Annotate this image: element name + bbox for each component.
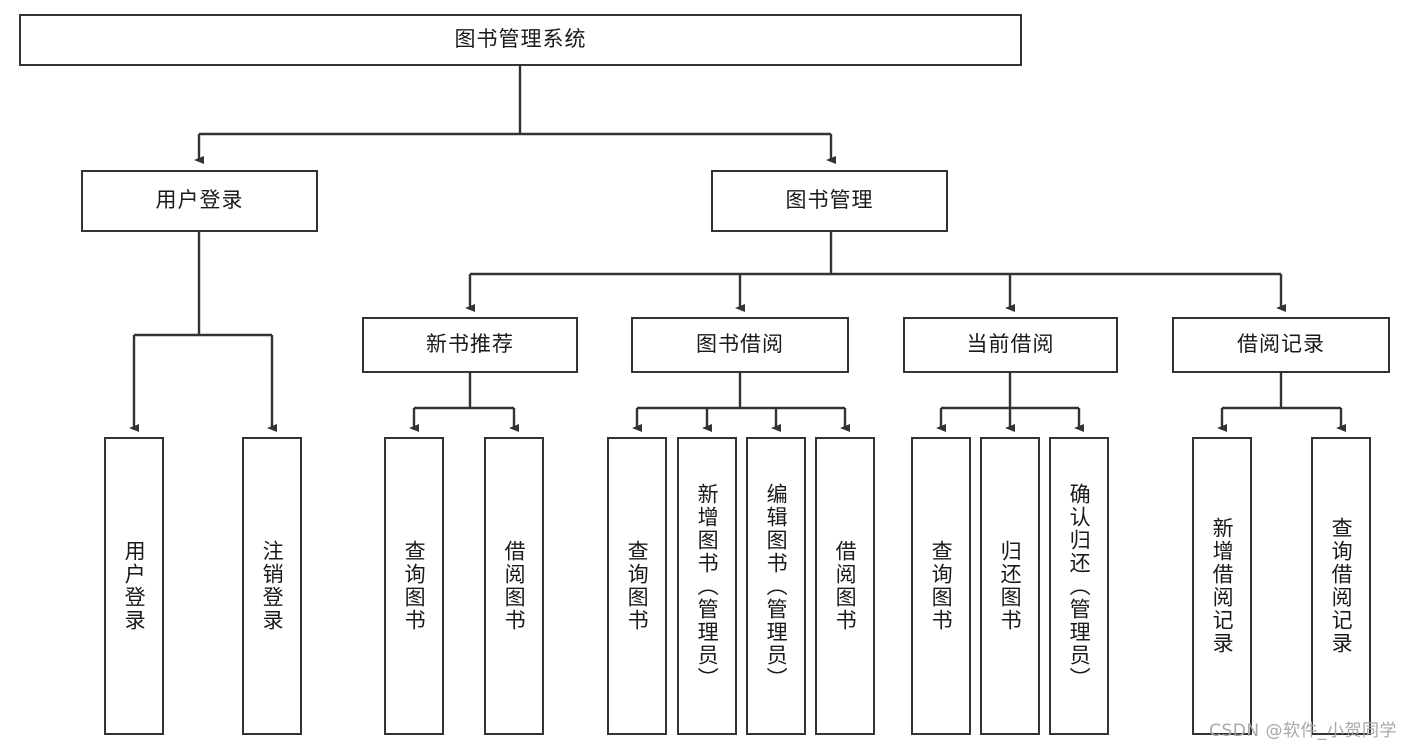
node-root-system[interactable]: 图书管理系统 (19, 14, 1022, 66)
node-label: 借阅记录 (1237, 332, 1325, 357)
node-current-borrow[interactable]: 当前借阅 (903, 317, 1118, 373)
node-book-borrow[interactable]: 图书借阅 (631, 317, 849, 373)
leaf-current-confirm-return[interactable]: 确认归还（管理员） (1049, 437, 1109, 735)
leaf-user-login-logout[interactable]: 注销登录 (242, 437, 302, 735)
node-label: 确认归还（管理员） (1067, 482, 1092, 690)
node-label: 新书推荐 (426, 332, 514, 357)
node-label: 图书管理系统 (454, 27, 587, 52)
node-user-login[interactable]: 用户登录 (81, 170, 318, 232)
node-label: 注销登录 (260, 540, 285, 632)
leaf-new-book-query[interactable]: 查询图书 (384, 437, 444, 735)
leaf-current-query-book[interactable]: 查询图书 (911, 437, 971, 735)
node-label: 用户登录 (155, 188, 244, 213)
node-label: 新增图书（管理员） (695, 482, 720, 690)
node-label: 借阅图书 (833, 540, 858, 632)
leaf-current-return-book[interactable]: 归还图书 (980, 437, 1040, 735)
leaf-user-login-login[interactable]: 用户登录 (104, 437, 164, 735)
leaf-record-query[interactable]: 查询借阅记录 (1311, 437, 1371, 735)
node-label: 借阅图书 (502, 540, 527, 632)
leaf-borrow-edit-book[interactable]: 编辑图书（管理员） (746, 437, 806, 735)
node-label: 用户登录 (122, 540, 147, 632)
leaf-borrow-borrow-book[interactable]: 借阅图书 (815, 437, 875, 735)
node-label: 当前借阅 (966, 332, 1055, 357)
node-label: 图书管理 (785, 188, 874, 213)
node-borrow-record[interactable]: 借阅记录 (1172, 317, 1390, 373)
leaf-new-book-borrow[interactable]: 借阅图书 (484, 437, 544, 735)
leaf-record-add[interactable]: 新增借阅记录 (1192, 437, 1252, 735)
csdn-watermark: CSDN @软件_小贺同学 (1209, 721, 1397, 741)
node-label: 查询借阅记录 (1329, 517, 1354, 655)
node-label: 查询图书 (402, 540, 427, 632)
node-label: 查询图书 (625, 540, 650, 632)
node-new-book-recommend[interactable]: 新书推荐 (362, 317, 578, 373)
node-label: 新增借阅记录 (1210, 517, 1235, 655)
leaf-borrow-add-book[interactable]: 新增图书（管理员） (677, 437, 737, 735)
node-book-management[interactable]: 图书管理 (711, 170, 948, 232)
leaf-borrow-query-book[interactable]: 查询图书 (607, 437, 667, 735)
node-label: 图书借阅 (696, 332, 784, 357)
node-label: 归还图书 (998, 540, 1023, 632)
node-label: 编辑图书（管理员） (764, 482, 789, 690)
node-label: 查询图书 (929, 540, 954, 632)
